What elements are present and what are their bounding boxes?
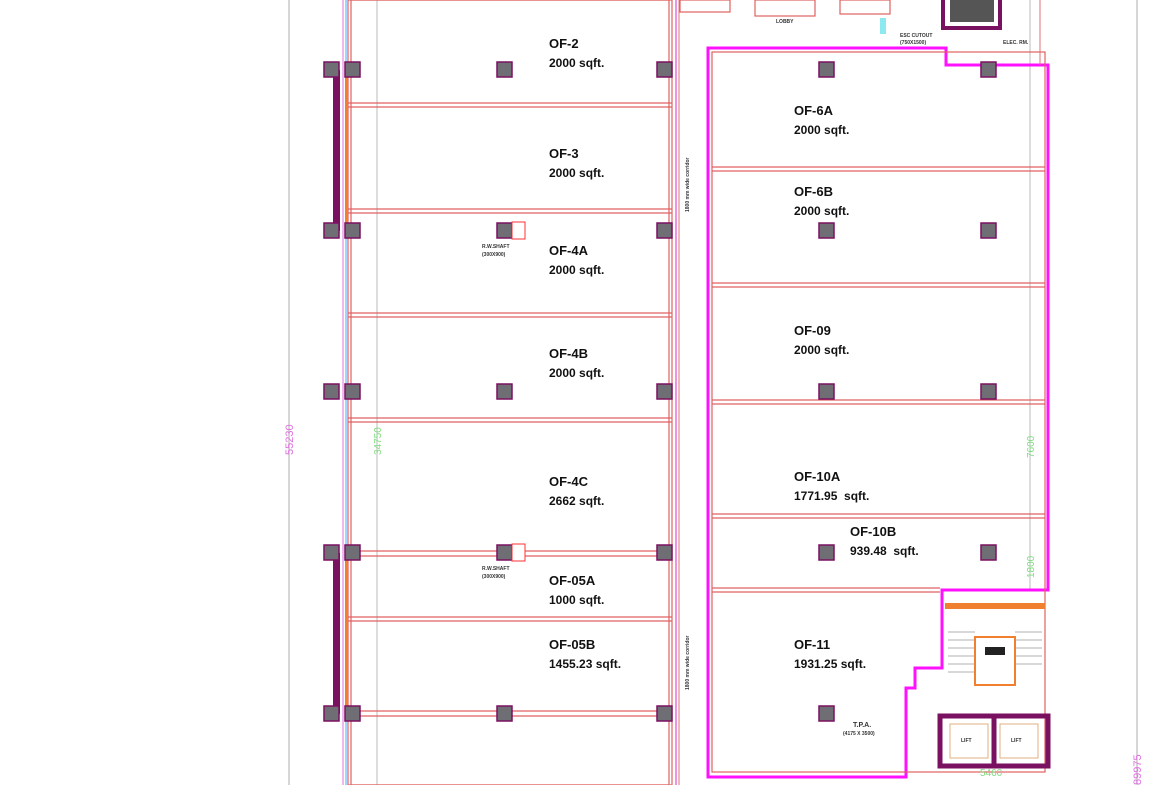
svg-text:OF-10A: OF-10A bbox=[794, 469, 841, 484]
room-of-05a: OF-05A 1000 sqft. bbox=[549, 573, 604, 607]
shaft-1-size: (300X900) bbox=[482, 252, 506, 258]
left-office-block bbox=[333, 0, 680, 785]
dimension-overall-left: 55230 bbox=[284, 424, 296, 455]
svg-text:OF-05B: OF-05B bbox=[549, 637, 595, 652]
svg-text:2000 sqft.: 2000 sqft. bbox=[549, 366, 604, 380]
right-office-block: LOBBY ESC CUTOUT (750X1500) ELEC. RM. bbox=[679, 0, 1051, 779]
room-of-10a: OF-10A 1771.95 sqft. bbox=[794, 469, 869, 503]
svg-text:2000 sqft.: 2000 sqft. bbox=[549, 263, 604, 277]
svg-text:OF-10B: OF-10B bbox=[850, 524, 896, 539]
duct-cutout-size: (750X1500) bbox=[900, 40, 926, 46]
room-of-10b: OF-10B 939.48 sqft. bbox=[850, 524, 919, 558]
dimension-right-1: 7600 bbox=[1026, 435, 1037, 458]
room-of-4b: OF-4B 2000 sqft. bbox=[549, 346, 604, 380]
svg-text:OF-3: OF-3 bbox=[549, 146, 579, 161]
svg-text:2000 sqft.: 2000 sqft. bbox=[794, 204, 849, 218]
column-wall bbox=[333, 553, 340, 714]
dimension-right-2: 1800 bbox=[1026, 555, 1037, 578]
structural-columns bbox=[323, 61, 997, 722]
svg-text:OF-05A: OF-05A bbox=[549, 573, 596, 588]
svg-text:939.48 sqft.: 939.48 sqft. bbox=[850, 544, 919, 558]
svg-text:OF-4C: OF-4C bbox=[549, 474, 589, 489]
svg-text:2000 sqft.: 2000 sqft. bbox=[794, 123, 849, 137]
lobby-label: LOBBY bbox=[776, 19, 794, 25]
shaft-2-label: R.W.SHAFT bbox=[482, 566, 510, 572]
svg-text:2000 sqft.: 2000 sqft. bbox=[549, 166, 604, 180]
tpa-size: (4175 X 3500) bbox=[843, 731, 875, 737]
svg-text:OF-2: OF-2 bbox=[549, 36, 579, 51]
svg-text:2000 sqft.: 2000 sqft. bbox=[794, 343, 849, 357]
lift-1-label: LIFT bbox=[961, 738, 972, 744]
lift-block: LIFT LIFT 5460 bbox=[937, 713, 1051, 779]
dimension-inner-left: 34750 bbox=[373, 427, 384, 455]
lift-width-dimension: 5460 bbox=[980, 768, 1003, 779]
elec-room-label: ELEC. RM. bbox=[1003, 40, 1029, 46]
room-of-4a: OF-4A 2000 sqft. bbox=[549, 243, 604, 277]
room-of-11: OF-11 1931.25 sqft. bbox=[794, 637, 866, 671]
column-wall bbox=[333, 70, 340, 231]
room-of-4c: OF-4C 2662 sqft. bbox=[549, 474, 604, 508]
corridor-label-2: 1800 mm wide corridor bbox=[685, 635, 691, 690]
svg-text:OF-4B: OF-4B bbox=[549, 346, 588, 361]
room-of-05b: OF-05B 1455.23 sqft. bbox=[549, 637, 621, 671]
room-of-6b: OF-6B 2000 sqft. bbox=[794, 184, 849, 218]
svg-text:1931.25 sqft.: 1931.25 sqft. bbox=[794, 657, 866, 671]
svg-text:OF-6A: OF-6A bbox=[794, 103, 834, 118]
svg-text:OF-6B: OF-6B bbox=[794, 184, 833, 199]
svg-text:1000 sqft.: 1000 sqft. bbox=[549, 593, 604, 607]
svg-text:OF-09: OF-09 bbox=[794, 323, 831, 338]
duct-cutout-label: ESC CUTOUT bbox=[900, 33, 932, 39]
room-of-6a: OF-6A 2000 sqft. bbox=[794, 103, 849, 137]
svg-text:2662 sqft.: 2662 sqft. bbox=[549, 494, 604, 508]
dimension-overall-right: 89975 bbox=[1132, 754, 1144, 785]
shaft-2-size: (300X900) bbox=[482, 574, 506, 580]
room-of-3: OF-3 2000 sqft. bbox=[549, 146, 604, 180]
svg-text:2000 sqft.: 2000 sqft. bbox=[549, 56, 604, 70]
svg-text:1455.23 sqft.: 1455.23 sqft. bbox=[549, 657, 621, 671]
shaft-1-label: R.W.SHAFT bbox=[482, 244, 510, 250]
lift-2-label: LIFT bbox=[1011, 738, 1022, 744]
room-of-09: OF-09 2000 sqft. bbox=[794, 323, 849, 357]
svg-text:OF-4A: OF-4A bbox=[549, 243, 589, 258]
corridor-label-1: 1800 mm wide corridor bbox=[685, 157, 691, 212]
room-of-2: OF-2 2000 sqft. bbox=[549, 36, 604, 70]
tpa-label: T.P.A. bbox=[853, 722, 871, 729]
staircase bbox=[945, 603, 1045, 686]
svg-text:OF-11: OF-11 bbox=[794, 637, 830, 652]
svg-text:1771.95 sqft.: 1771.95 sqft. bbox=[794, 489, 869, 503]
